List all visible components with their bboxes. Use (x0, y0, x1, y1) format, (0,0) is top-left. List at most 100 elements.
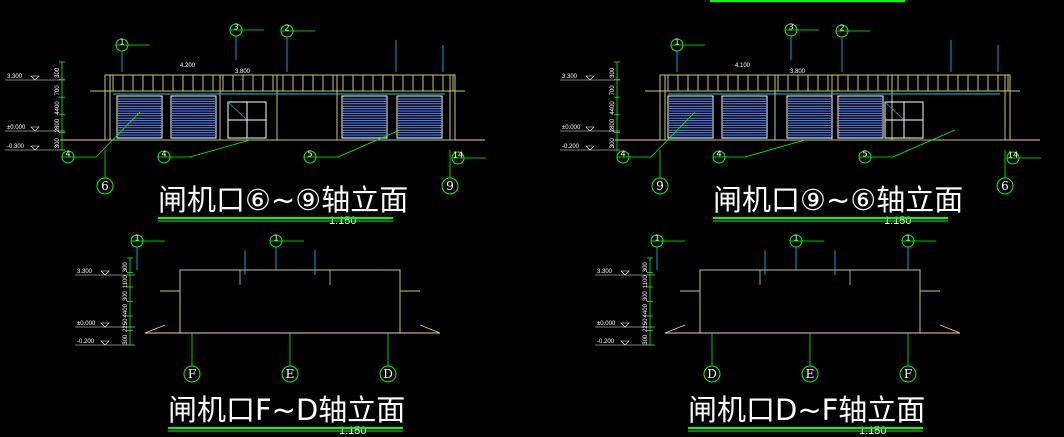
detail-callout: 5 (303, 150, 338, 164)
ground-slope (144, 324, 441, 334)
detail-callout: 1 (115, 38, 150, 52)
rolling-shutter (396, 95, 443, 139)
ground-slope (664, 324, 961, 334)
level-mark: ±0.000 (5, 125, 65, 132)
glass-door (227, 101, 267, 139)
axis-label: 6 (101, 179, 109, 193)
callout-number: 4 (161, 150, 166, 159)
dim-value: 300 (643, 334, 649, 345)
level-triangle (620, 270, 630, 276)
leader (744, 139, 806, 158)
axis-circle (703, 365, 721, 383)
shutter-frame (116, 95, 163, 139)
axis-label: E (286, 367, 295, 381)
shutter-frame (786, 95, 833, 139)
axis-label: F (188, 367, 196, 381)
dim-value: 4400 (643, 303, 649, 317)
dim-value: 300 (55, 67, 61, 78)
roof-level: 3.800 (790, 69, 806, 75)
callout-number: 14 (1008, 151, 1018, 160)
level-mark: -0.300 (5, 144, 65, 151)
level-mark: -0.200 (560, 144, 620, 151)
axis-circle (183, 365, 201, 383)
level-value: -0.200 (77, 339, 95, 345)
axis-label: 9 (656, 179, 664, 193)
level-value: 3.300 (562, 74, 578, 80)
callout-number: 3 (788, 23, 793, 32)
level-triangle (30, 75, 40, 81)
axis-circle (801, 365, 819, 383)
dim-value: 1100 (123, 275, 129, 289)
dim-value: 300 (123, 334, 129, 345)
shutter-frame (341, 95, 388, 139)
axis-bubble: D (703, 365, 721, 383)
detail-callout: 1 (670, 38, 705, 52)
axis-bubble: F (183, 365, 201, 383)
shutter-frame (837, 95, 884, 139)
level-triangle (620, 340, 630, 346)
level-mark: 3.300 (75, 269, 135, 276)
dim-value: 2250 (643, 318, 649, 332)
axis-label: 6 (1001, 179, 1009, 193)
level-mark: 3.300 (5, 74, 65, 81)
level-value: -0.300 (7, 144, 25, 150)
axis-circle (379, 365, 397, 383)
dim-value: 4400 (610, 101, 616, 115)
level-triangle (585, 75, 595, 81)
leader (650, 111, 696, 158)
level-triangle (100, 322, 110, 328)
callout-number: 4 (65, 150, 70, 159)
facade-outline (179, 269, 401, 334)
callout-number: 5 (862, 150, 867, 159)
rolling-shutter (786, 95, 833, 139)
detail-callout: 4 (712, 150, 747, 164)
shutter-frame (667, 95, 714, 139)
level-value: 3.300 (597, 269, 613, 275)
leader (892, 129, 956, 158)
axis-bubble-right: 6 (996, 177, 1014, 195)
level-mark: ±0.000 (75, 321, 135, 328)
detail-callout: 4 (157, 150, 192, 164)
facade-outline (104, 74, 456, 141)
detail-callout: 2 (280, 24, 315, 38)
roof-level: 4.100 (735, 63, 751, 69)
level-triangle (100, 340, 110, 346)
level-triangle (100, 270, 110, 276)
level-value: ±0.000 (7, 125, 26, 131)
shutter-frame (396, 95, 443, 139)
door-swing (884, 101, 905, 121)
callout-number: 1 (674, 38, 679, 47)
detail-callout: 1 (650, 234, 685, 248)
level-mark: ±0.000 (560, 125, 620, 132)
detail-callout: 1 (130, 234, 165, 248)
rolling-shutter (837, 95, 884, 139)
callout-number: 1 (119, 38, 124, 47)
leader (337, 129, 401, 158)
detail-callout: 14 (1006, 151, 1041, 165)
level-triangle (620, 322, 630, 328)
glass-door (884, 101, 924, 139)
roof-level: 4.200 (180, 63, 196, 69)
detail-callout: 5 (858, 150, 893, 164)
detail-callout: 4 (616, 150, 651, 164)
facade-outline (699, 269, 921, 334)
detail-callout: 14 (451, 151, 486, 165)
axis-bubble: F (899, 365, 917, 383)
door-swing (227, 101, 248, 121)
detail-callout: 1 (269, 234, 304, 248)
axis-label: 9 (446, 179, 454, 193)
rolling-shutter (170, 95, 217, 139)
dim-value: 300 (610, 67, 616, 78)
callout-number: 2 (839, 24, 844, 33)
drawing-title: 闸机口⑨~⑥轴立面 (713, 183, 963, 217)
callout-number: 4 (716, 150, 721, 159)
dim-value: 700 (610, 85, 616, 96)
level-value: 3.300 (7, 74, 23, 80)
shutter-frame (721, 95, 768, 139)
level-triangle (30, 145, 40, 151)
